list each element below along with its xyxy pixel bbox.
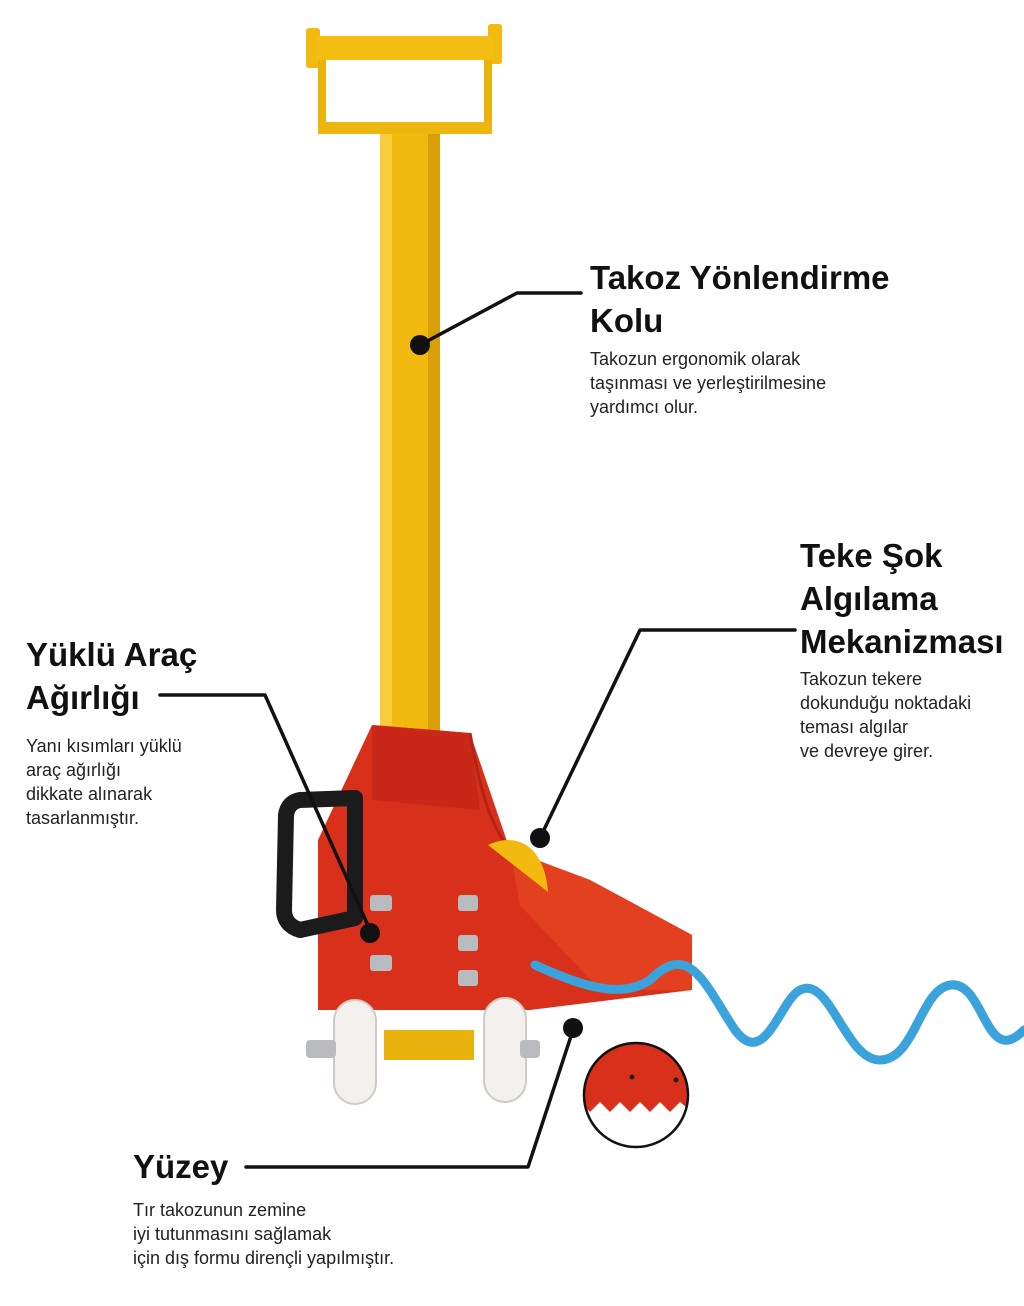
- weight-desc-line-1: Yanı kısımları yüklü: [26, 736, 182, 756]
- surface-desc-line-2: iyi tutunmasını sağlamak: [133, 1224, 332, 1244]
- handle-desc-line-3: yardımcı olur.: [590, 397, 699, 417]
- side-grip: [276, 790, 363, 938]
- leader-handle: [418, 291, 583, 347]
- callout-weight-desc: Yanı kısımları yüklü araç ağırlığı dikka…: [26, 734, 182, 830]
- t-handle: [306, 24, 502, 134]
- surface-title-line-1: Yüzey: [133, 1148, 229, 1185]
- air-hose: [530, 960, 1024, 1065]
- shock-title-line-2: Algılama: [800, 580, 938, 617]
- weight-desc-line-2: araç ağırlığı: [26, 760, 122, 780]
- shock-title-line-3: Mekanizması: [800, 623, 1004, 660]
- callout-surface-desc: Tır takozunun zemine iyi tutunmasını sağ…: [133, 1198, 394, 1270]
- leader-dots: [360, 335, 583, 1038]
- leader-weight: [158, 693, 372, 932]
- shock-desc-line-2: dokunduğu noktadaki: [800, 693, 972, 713]
- callout-shock-title: Teke Şok Algılama Mekanizması: [800, 534, 1004, 663]
- dot-surface: [563, 1018, 583, 1038]
- weight-desc-line-4: tasarlanmıştır.: [26, 808, 140, 828]
- callout-shock-desc: Takozun tekere dokunduğu noktadaki temas…: [800, 667, 971, 763]
- handle-desc-line-2: taşınması ve yerleştirilmesine: [590, 373, 827, 393]
- callout-surface-title: Yüzey: [133, 1145, 228, 1188]
- weight-title-line-1: Yüklü Araç: [26, 636, 198, 673]
- surface-desc-line-3: için dış formu dirençli yapılmıştır.: [133, 1248, 395, 1268]
- leader-surface: [244, 1028, 575, 1169]
- weight-title-line-2: Ağırlığı: [26, 679, 140, 716]
- shock-title-line-1: Teke Şok: [800, 537, 943, 574]
- surface-detail-inset: [582, 1041, 690, 1149]
- dot-handle: [410, 335, 430, 355]
- handle-title-line-1: Takoz Yönlendirme: [590, 259, 890, 296]
- leader-shock: [538, 628, 797, 840]
- callout-weight-title: Yüklü Araç Ağırlığı: [26, 633, 197, 719]
- wheels: [306, 997, 540, 1105]
- leader-lines: [158, 291, 797, 1169]
- callout-handle-desc: Takozun ergonomik olarak taşınması ve ye…: [590, 347, 826, 419]
- callout-handle-title: Takoz Yönlendirme Kolu: [590, 256, 890, 342]
- shock-desc-line-3: teması algılar: [800, 717, 909, 737]
- handle-title-line-2: Kolu: [590, 302, 664, 339]
- shock-desc-line-4: ve devreye girer.: [800, 741, 934, 761]
- dot-shock: [530, 828, 550, 848]
- bolts: [370, 895, 478, 986]
- dot-weight: [360, 923, 380, 943]
- chock-body: [318, 725, 692, 1010]
- shock-desc-line-1: Takozun tekere: [800, 669, 923, 689]
- shock-sensor: [488, 840, 548, 892]
- weight-desc-line-3: dikkate alınarak: [26, 784, 153, 804]
- handle-desc-line-1: Takozun ergonomik olarak: [590, 349, 801, 369]
- surface-desc-line-1: Tır takozunun zemine: [133, 1200, 307, 1220]
